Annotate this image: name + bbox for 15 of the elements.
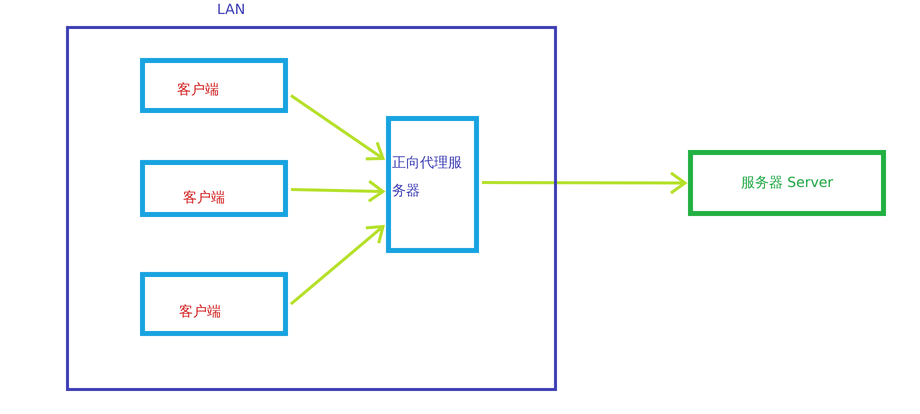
client-label: 客户端 bbox=[177, 81, 219, 99]
lan-heading: LAN bbox=[217, 2, 246, 18]
client-label: 客户端 bbox=[183, 189, 225, 207]
proxy-label: 正向代理服务器 bbox=[392, 154, 463, 201]
arrow bbox=[290, 225, 384, 306]
arrow bbox=[290, 94, 384, 160]
arrow bbox=[482, 171, 686, 194]
arrow bbox=[290, 180, 384, 203]
client-box bbox=[140, 272, 288, 336]
client-label: 客户端 bbox=[179, 303, 221, 321]
server-box bbox=[688, 150, 886, 216]
proxy-server-box bbox=[386, 116, 479, 253]
client-box bbox=[140, 58, 288, 113]
client-box bbox=[140, 160, 288, 217]
server-label: 服务器 Server bbox=[740, 174, 834, 192]
